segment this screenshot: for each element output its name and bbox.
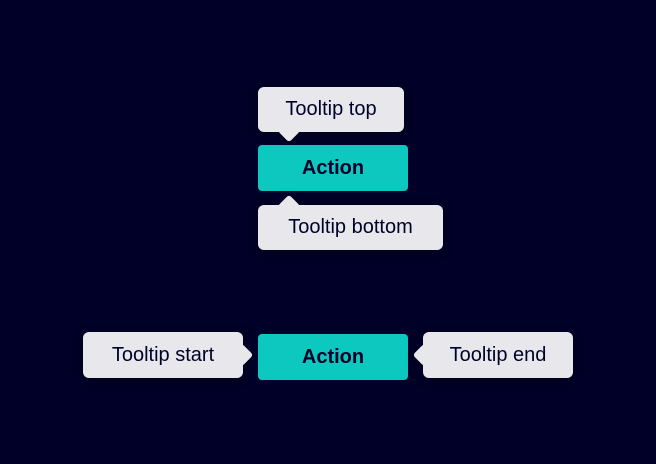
tooltip-start: Tooltip start: [83, 332, 254, 378]
tooltip-end: Tooltip end: [412, 332, 573, 378]
tooltip-start-label: Tooltip start: [111, 343, 215, 366]
tooltip-top: Tooltip top: [258, 87, 404, 143]
tooltip-end-label: Tooltip end: [449, 343, 547, 366]
tooltip-arrow-down-icon: [277, 119, 301, 143]
tooltip-top-label: Tooltip top: [285, 98, 377, 120]
tooltip-arrow-up-icon: [277, 194, 301, 218]
action-button-bottom[interactable]: Action: [258, 334, 408, 380]
tooltip-arrow-left-icon: [412, 343, 436, 367]
tooltip-arrow-right-icon: [230, 343, 254, 367]
action-button-top[interactable]: Action: [258, 145, 408, 191]
action-button-top-label: Action: [301, 156, 365, 179]
tooltip-bottom: Tooltip bottom: [258, 194, 443, 250]
tooltip-bottom-label: Tooltip bottom: [288, 216, 413, 238]
action-button-bottom-label: Action: [301, 345, 365, 368]
